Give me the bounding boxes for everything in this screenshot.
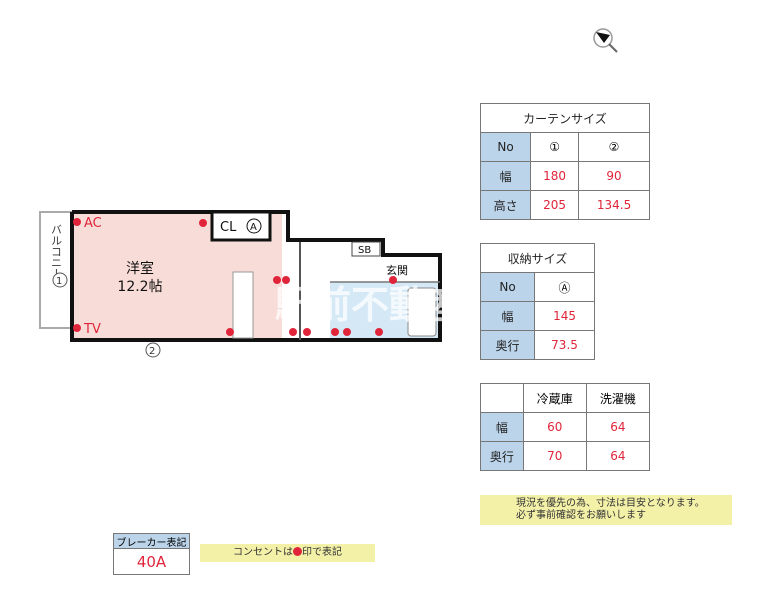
svg-text:TV: TV	[83, 322, 101, 337]
north-arrow-icon	[593, 28, 618, 53]
breaker-box: ブレーカー表記 40A	[113, 533, 190, 575]
outlet-icon	[293, 547, 302, 556]
svg-text:AC: AC	[84, 216, 102, 231]
closet	[210, 210, 272, 242]
svg-text:2: 2	[149, 346, 155, 357]
bathtub	[407, 287, 437, 337]
kitchen	[232, 271, 254, 339]
svg-text:洋室: 洋室	[126, 260, 154, 277]
balcony	[39, 211, 73, 329]
dimension-notice: 現況を優先の為、寸法は目安となります。必ず事前確認をお願いします	[480, 495, 732, 525]
svg-text:SB: SB	[358, 245, 371, 256]
svg-text:1: 1	[56, 276, 62, 287]
shoe-box	[351, 241, 381, 257]
svg-text:A: A	[250, 222, 257, 233]
outlet-markers	[73, 218, 397, 336]
entrance-label: 玄関	[386, 263, 408, 277]
watermark: 駅前不動産	[275, 283, 465, 327]
floor-plan: バルコニー CL A SB 玄関 洋室 12.2帖 AC TV 1 2 駅前不動…	[39, 210, 465, 358]
outlet-legend: コンセントは印で表記	[200, 544, 375, 562]
balcony-label: バルコニー	[50, 224, 63, 279]
svg-text:CL: CL	[220, 220, 237, 235]
svg-text:12.2帖: 12.2帖	[117, 279, 162, 295]
